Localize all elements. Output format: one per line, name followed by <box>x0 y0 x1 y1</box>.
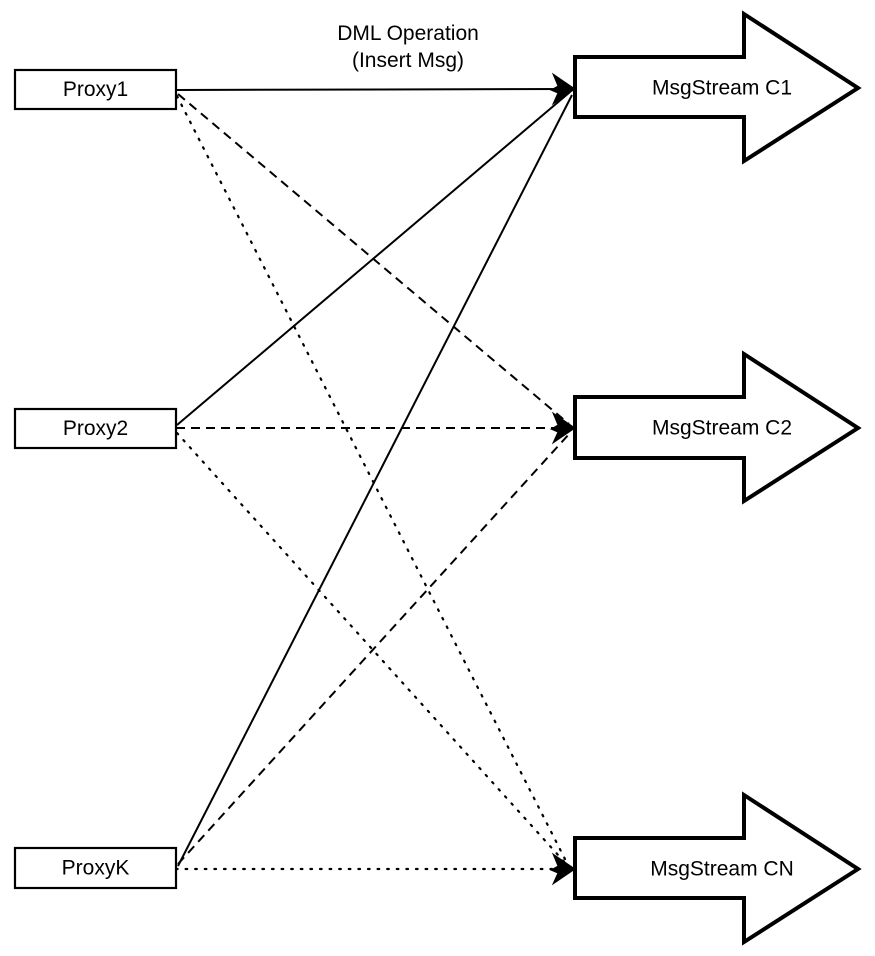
arrowhead-head-c1 <box>549 72 576 106</box>
arrowhead-head-cn <box>549 852 576 886</box>
proxy-node-proxyk[interactable]: ProxyK <box>13 846 178 890</box>
edge-label-line2: (Insert Msg) <box>352 49 464 72</box>
connection-p1-c1 <box>175 88 572 91</box>
proxy-node-proxy1[interactable]: Proxy1 <box>13 68 178 111</box>
proxy-node-proxy2[interactable]: Proxy2 <box>13 407 178 450</box>
stream-node-stream_c2[interactable]: MsgStream C2 <box>573 350 862 505</box>
connection-p2-cn <box>175 431 570 868</box>
connection-pk-c1 <box>177 94 573 867</box>
edge-label-dml-operation: DML Operation (Insert Msg) <box>337 22 479 72</box>
streams-layer: MsgStream C1 MsgStream C2 MsgStream CN <box>573 10 862 946</box>
connection-p1-cn <box>175 94 570 867</box>
stream-label-stream_c2: MsgStream C2 <box>652 417 792 440</box>
connection-pk-c2 <box>177 432 571 865</box>
connection-p2-c1 <box>176 91 571 426</box>
proxy-box-proxyk[interactable] <box>13 846 178 890</box>
proxy-box-proxy2[interactable] <box>13 407 178 450</box>
proxy-label-proxy2: Proxy2 <box>63 417 128 440</box>
arrowheads-layer <box>549 72 576 886</box>
proxy-box-proxy1[interactable] <box>13 68 178 111</box>
arrowhead-head-c2 <box>549 411 576 445</box>
edge-label-line1: DML Operation <box>337 22 479 45</box>
stream-arrow-stream_c2[interactable] <box>573 350 862 505</box>
stream-arrow-stream_c1[interactable] <box>573 10 862 165</box>
connections-layer <box>174 88 573 871</box>
stream-label-stream_c1: MsgStream C1 <box>652 77 792 100</box>
stream-arrow-stream_cn[interactable] <box>573 791 862 946</box>
stream-node-stream_cn[interactable]: MsgStream CN <box>573 791 862 946</box>
proxy-label-proxy1: Proxy1 <box>63 78 128 101</box>
proxy-label-proxyk: ProxyK <box>62 857 130 880</box>
stream-label-stream_cn: MsgStream CN <box>650 858 794 881</box>
stream-node-stream_c1[interactable]: MsgStream C1 <box>573 10 862 165</box>
